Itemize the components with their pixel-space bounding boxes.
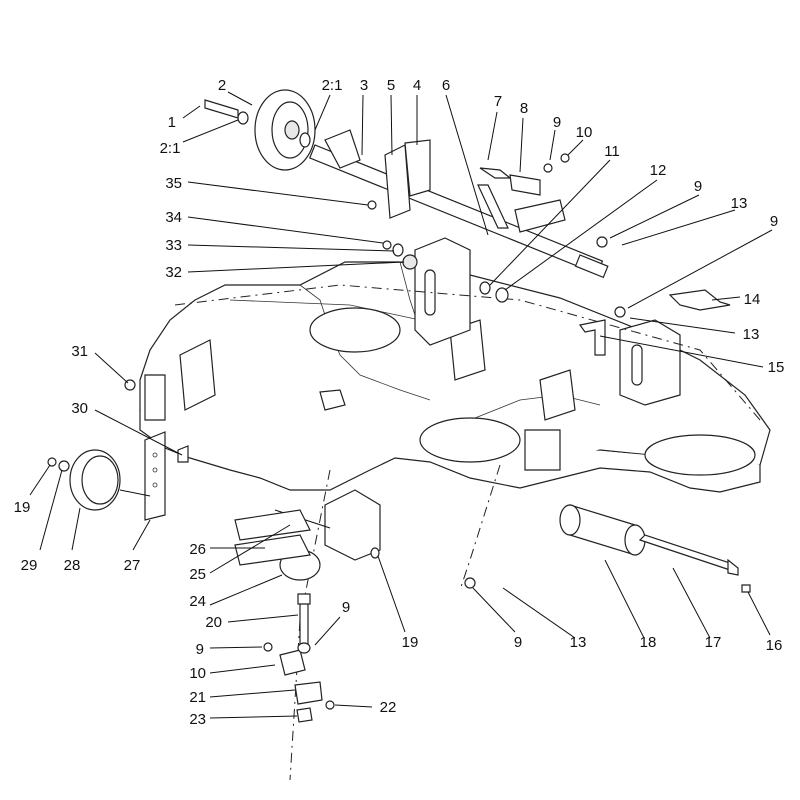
callout-label: 21 (189, 689, 206, 706)
callout-label: 8 (520, 100, 528, 117)
callout-label: 7 (494, 93, 502, 110)
callout-label: 18 (640, 634, 657, 651)
callout-label: 12 (650, 162, 667, 179)
callout-label: 17 (705, 634, 722, 651)
left-wheel-assembly (47, 374, 189, 521)
callout-label: 1 (168, 114, 176, 131)
lower-roller-assembly (234, 489, 381, 723)
callout-label: 15 (768, 359, 785, 376)
leader-lines (29, 91, 773, 719)
callout-label: 9 (342, 599, 350, 616)
callout-label: 4 (413, 77, 421, 94)
callout-label: 28 (64, 557, 81, 574)
callout-label: 32 (165, 264, 182, 281)
callout-label: 19 (14, 499, 31, 516)
callout-label: 9 (514, 634, 522, 651)
hardware-front (367, 153, 731, 356)
callout-label: 26 (189, 541, 206, 558)
callout-label: 22 (380, 699, 397, 716)
callout-label: 9 (694, 178, 702, 195)
callout-label: 2 (218, 77, 226, 94)
callout-label: 9 (553, 114, 561, 131)
callouts: 1 2 2:1 2:1 3 5 4 6 7 8 9 10 11 12 9 13 … (14, 77, 785, 728)
callout-label: 23 (189, 711, 206, 728)
callout-label: 9 (196, 641, 204, 658)
callout-label: 5 (387, 77, 395, 94)
callout-label: 19 (402, 634, 419, 651)
callout-label: 13 (743, 326, 760, 343)
callout-label: 2:1 (160, 140, 181, 157)
callout-label: 34 (165, 209, 182, 226)
callout-label: 33 (165, 237, 182, 254)
callout-label: 2:1 (322, 77, 343, 94)
callout-label: 13 (731, 195, 748, 212)
callout-label: 13 (570, 634, 587, 651)
front-roller-wheel (204, 89, 316, 171)
callout-label: 20 (205, 614, 222, 631)
callout-label: 6 (442, 77, 450, 94)
callout-label: 14 (744, 291, 761, 308)
callout-label: 35 (165, 175, 182, 192)
callout-label: 30 (71, 400, 88, 417)
callout-label: 24 (189, 593, 206, 610)
front-shaft (308, 129, 609, 279)
callout-label: 27 (124, 557, 141, 574)
callout-label: 3 (360, 77, 368, 94)
callout-label: 10 (189, 665, 206, 682)
mower-deck (139, 237, 771, 493)
callout-label: 31 (71, 343, 88, 360)
rear-roller-assembly (464, 504, 751, 593)
callout-label: 16 (766, 637, 783, 654)
callout-label: 11 (604, 143, 620, 160)
callout-label: 25 (189, 566, 206, 583)
callout-label: 9 (770, 213, 778, 230)
callout-label: 10 (576, 124, 593, 141)
callout-label: 29 (21, 557, 38, 574)
